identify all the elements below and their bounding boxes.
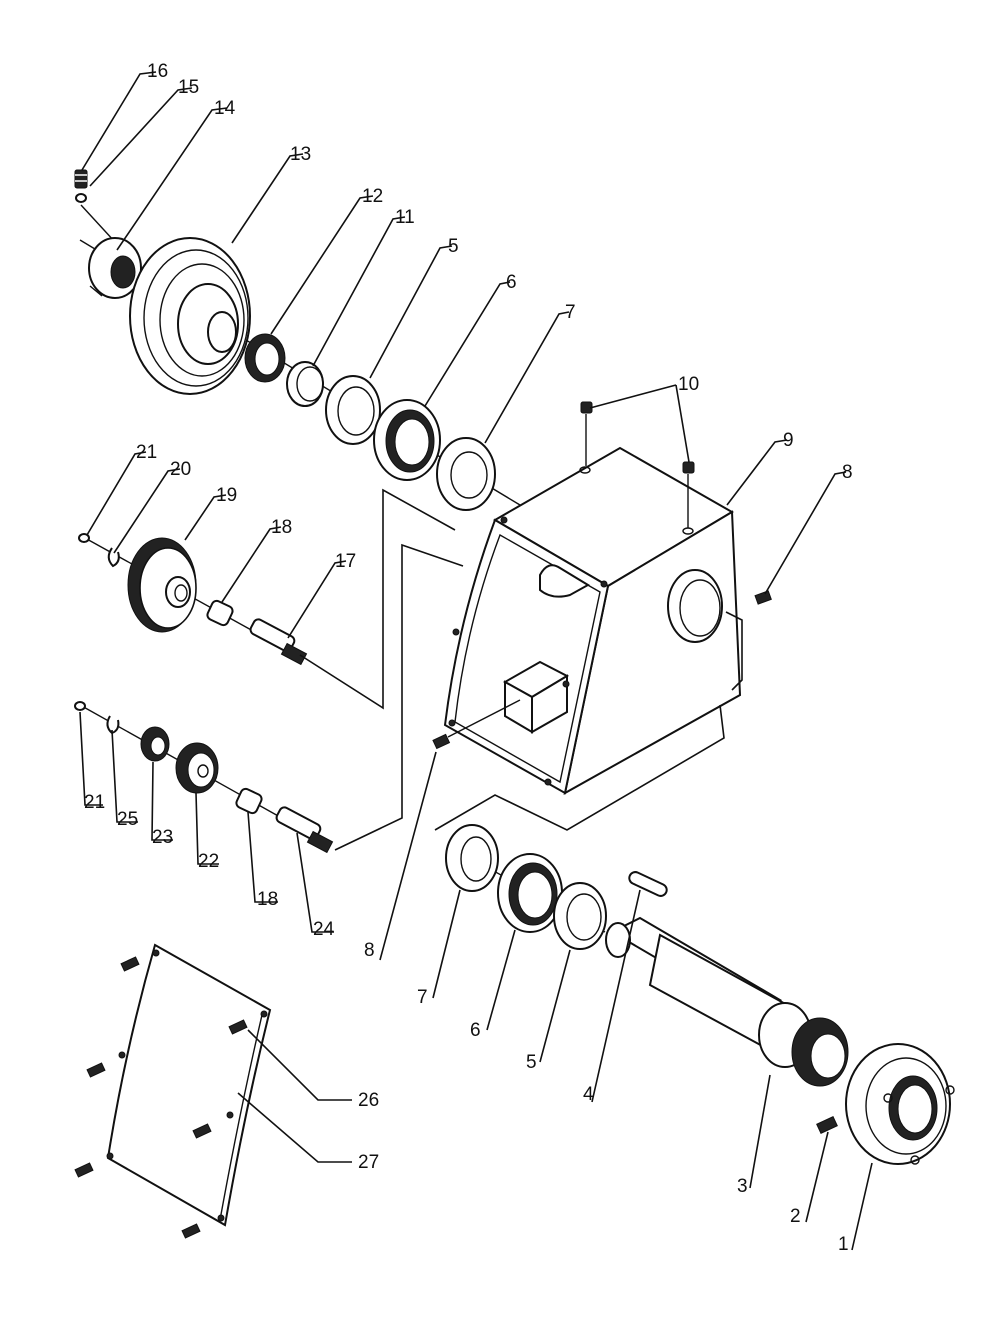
screw-axis-left: [447, 699, 521, 738]
callout-16: 16: [147, 61, 168, 82]
callout-22: 22: [198, 851, 219, 872]
part-21-ball-upper: [78, 533, 90, 543]
part-16-set-screw: [74, 169, 88, 189]
callout-4: 4: [583, 1084, 594, 1105]
part-1-flange: [845, 1043, 955, 1165]
part-2-screw: [816, 1116, 838, 1134]
callout-7-upper: 7: [565, 302, 576, 323]
callout-21-lower: 21: [84, 792, 105, 813]
callout-8-right: 8: [842, 462, 853, 483]
part-20-clip: [107, 547, 120, 568]
part-5-washer-upper: [325, 375, 381, 445]
part-17-shaft: [249, 618, 308, 666]
callout-24: 24: [313, 919, 335, 940]
part-15-ball: [75, 193, 87, 203]
part-19-gear: [127, 537, 197, 633]
part-13-pulley: [129, 237, 251, 395]
leader-lines: [79, 71, 873, 1251]
callout-2: 2: [790, 1206, 801, 1227]
part-9-headstock-box: [443, 446, 742, 795]
callout-26: 26: [358, 1090, 379, 1111]
callout-13: 13: [290, 144, 311, 165]
part-10-oil-plug-b: [682, 461, 695, 474]
callout-23: 23: [152, 827, 173, 848]
part-4-key: [628, 871, 668, 897]
part-8-screw-right: [754, 590, 772, 605]
part-27-cover-plate: [106, 943, 272, 1227]
part-5-washer-lower: [553, 882, 607, 950]
part-8-screw-left: [432, 733, 451, 750]
part-6-bearing-lower: [497, 853, 563, 933]
part-18-bushing-lower: [235, 787, 263, 815]
part-7-seal-lower: [445, 824, 499, 892]
part-26-screws: [74, 956, 248, 1239]
part-18-bushing-upper: [206, 599, 234, 627]
part-14-collar: [88, 237, 142, 299]
callout-5-upper: 5: [448, 236, 459, 257]
callout-1: 1: [838, 1234, 849, 1255]
part-25-clip: [106, 715, 120, 735]
callout-25: 25: [117, 809, 138, 830]
callout-8-left: 8: [364, 940, 375, 961]
callout-17: 17: [335, 551, 356, 572]
part-12-gear: [244, 333, 286, 383]
part-6-bearing-upper: [373, 399, 441, 481]
callout-11: 11: [395, 207, 415, 228]
callout-21-upper: 21: [136, 442, 157, 463]
callout-18-upper: 18: [271, 517, 292, 538]
callout-14: 14: [214, 98, 236, 119]
callout-6-upper: 6: [506, 272, 517, 293]
callout-12: 12: [362, 186, 383, 207]
part-11-bushing: [286, 361, 324, 407]
part-23-gear-small: [140, 726, 170, 762]
callout-5-lower: 5: [526, 1052, 537, 1073]
callout-9: 9: [783, 430, 794, 451]
callout-15: 15: [178, 77, 199, 98]
routing-lines: [299, 488, 743, 851]
part-24-shaft: [275, 806, 334, 854]
callout-3: 3: [737, 1176, 748, 1197]
part-3-spindle: [605, 916, 849, 1087]
callout-18-lower: 18: [257, 889, 278, 910]
part-21-ball-lower: [74, 701, 86, 711]
callout-27: 27: [358, 1152, 379, 1173]
callout-7-lower: 7: [417, 987, 428, 1008]
callout-labels: 16 15 14 13 12 11 5 6 7 10 9 8 21 20 19 …: [84, 61, 853, 1255]
callout-19: 19: [216, 485, 237, 506]
callout-10: 10: [678, 374, 699, 395]
callout-20: 20: [170, 459, 191, 480]
part-22-gear: [175, 742, 219, 794]
part-7-seal-upper: [436, 437, 496, 511]
screw-axis: [80, 204, 116, 243]
callout-6-lower: 6: [470, 1020, 481, 1041]
